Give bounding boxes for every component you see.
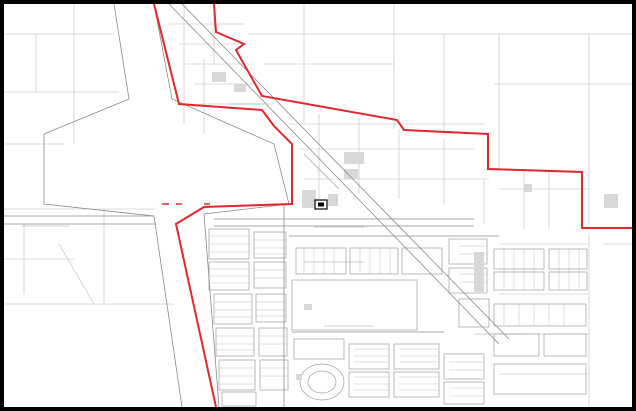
building-footprints [212,72,618,380]
subdivision-blocks [208,228,588,407]
boundary-north-segment [213,4,632,229]
map-pin-box-icon[interactable] [314,199,328,210]
lot-lines [209,235,580,397]
district-boundary [153,4,632,407]
parcel-lines [4,4,632,407]
major-roads [4,4,510,407]
boundary-west-segment [153,4,293,407]
parcel-map[interactable] [4,4,632,407]
road-label-marks [22,103,524,335]
